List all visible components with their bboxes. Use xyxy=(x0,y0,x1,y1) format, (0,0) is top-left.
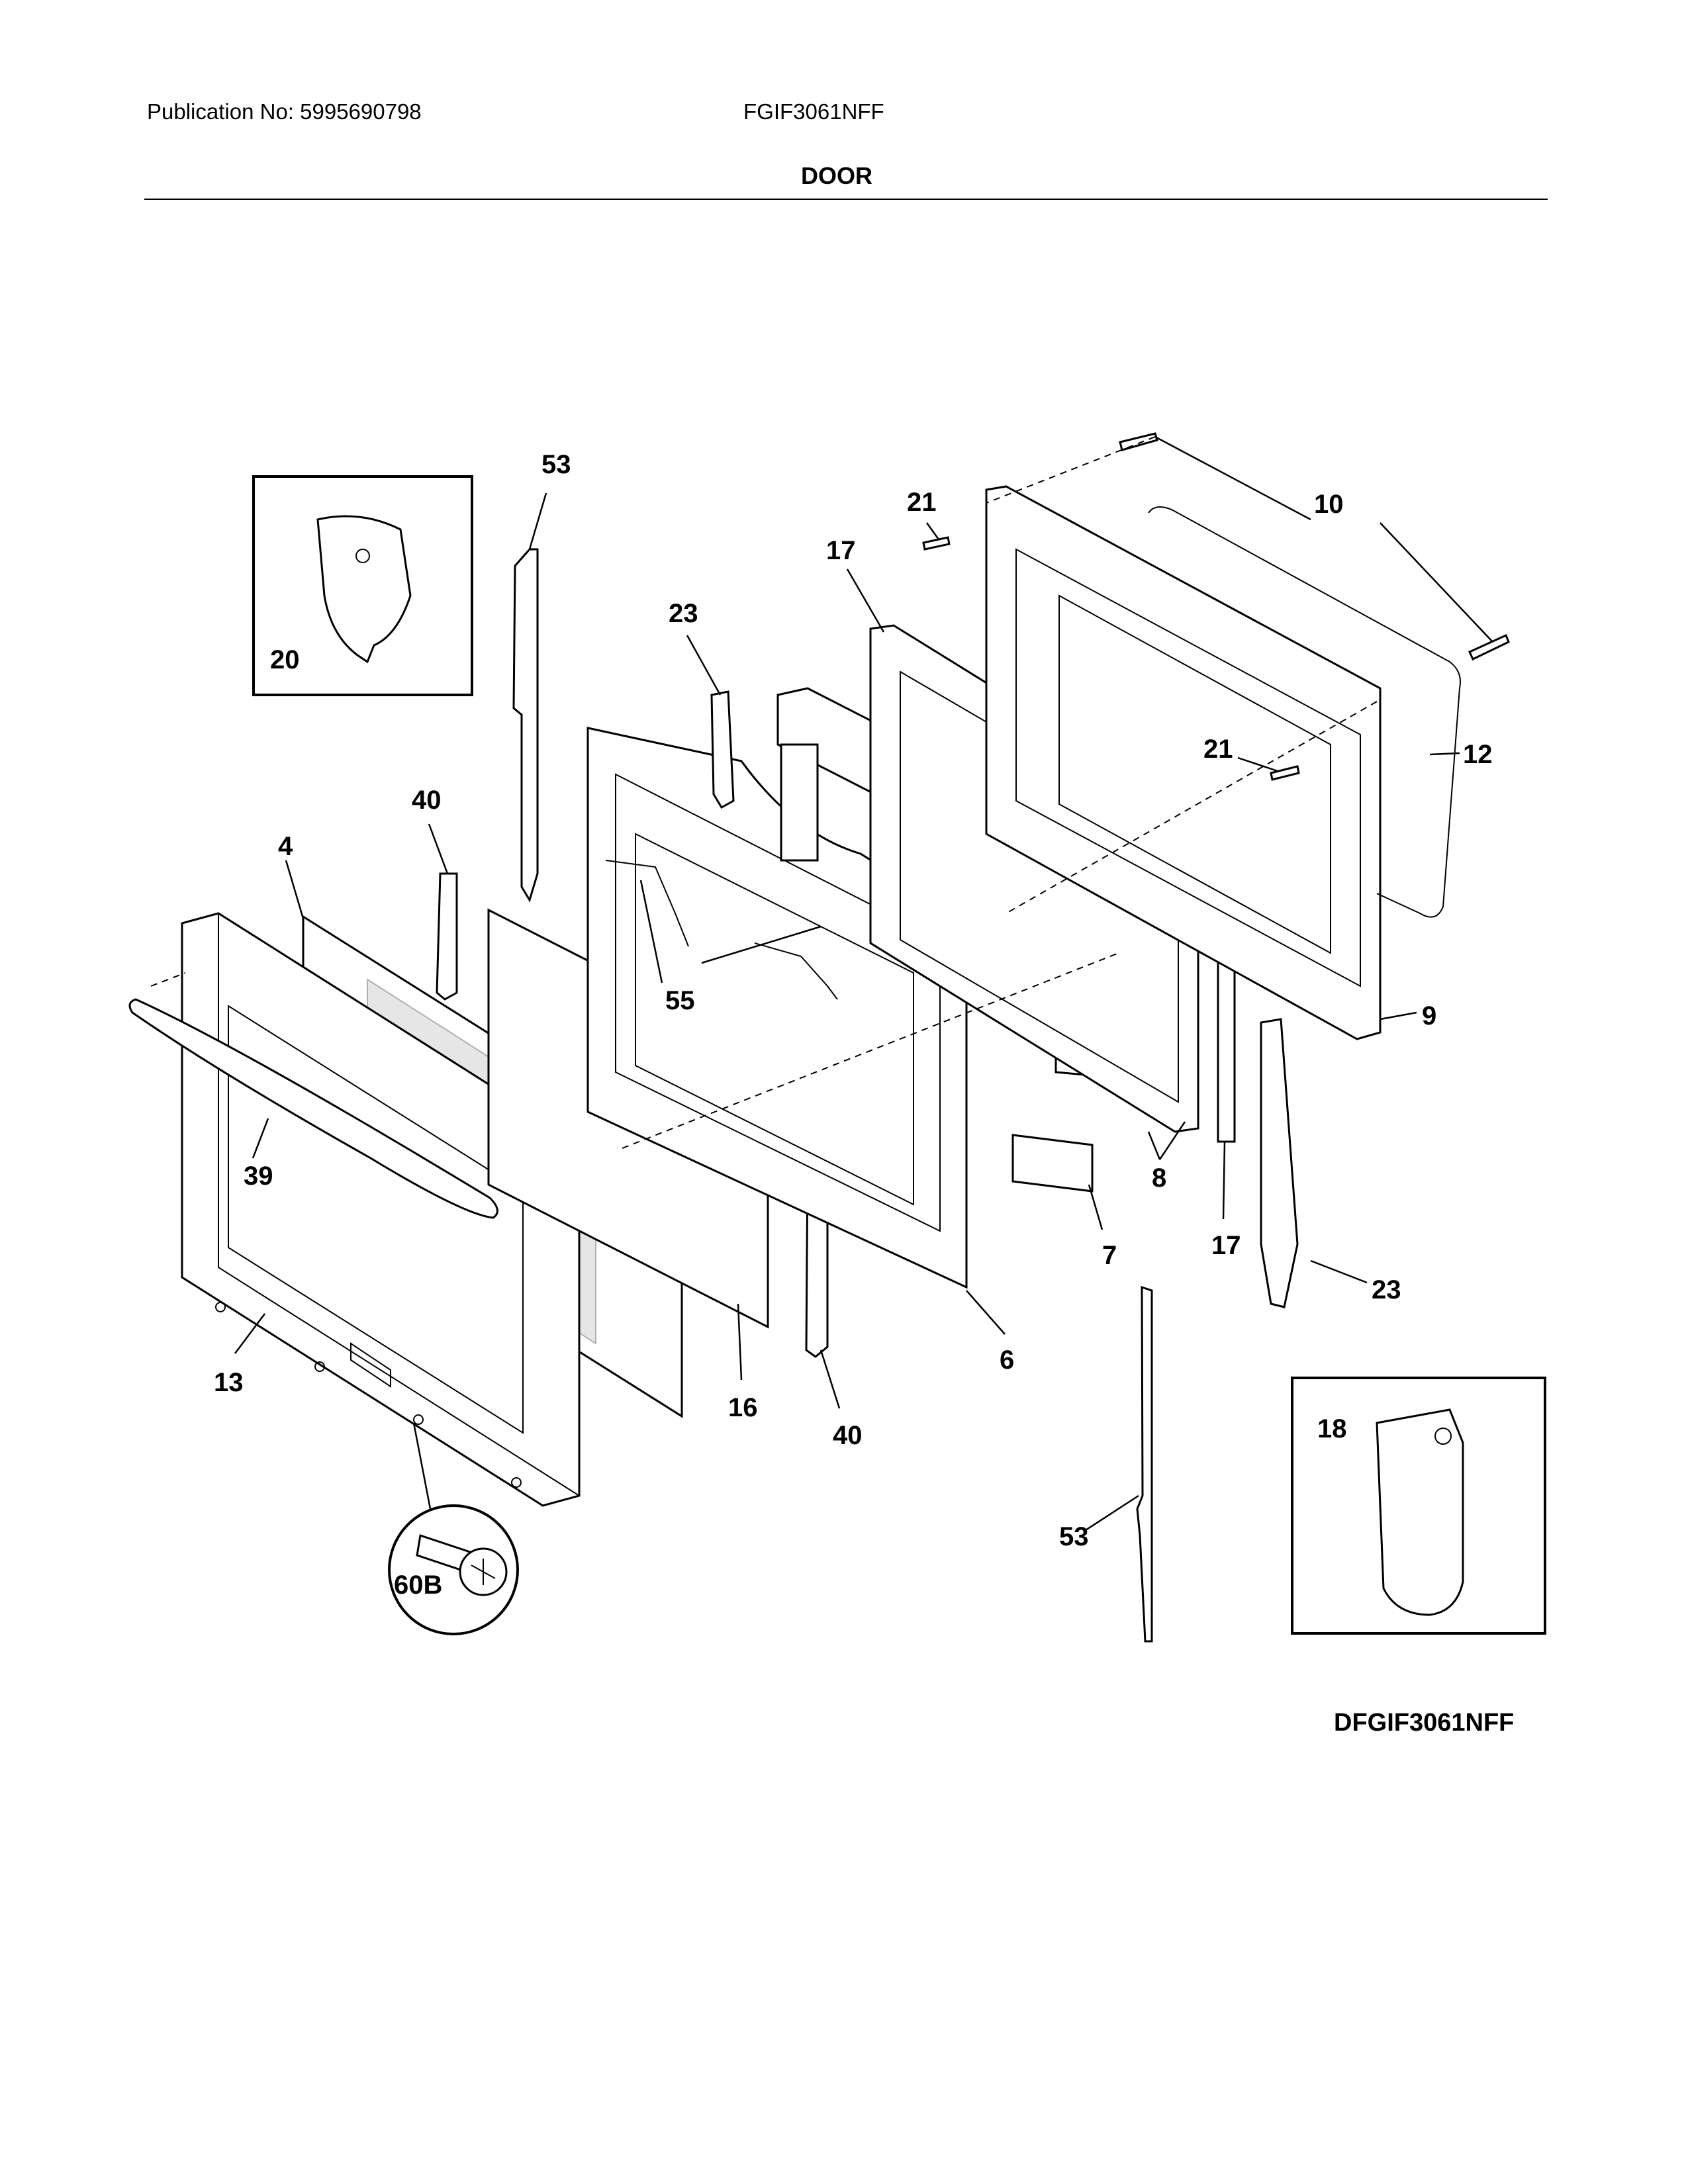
callout-53-bottom: 53 xyxy=(1059,1522,1089,1551)
diagram-code: DFGIF3061NFF xyxy=(1334,1709,1515,1737)
callout-9: 9 xyxy=(1422,1001,1436,1030)
leader-lines xyxy=(234,435,1493,1531)
callout-12: 12 xyxy=(1463,740,1493,769)
callout-23-top: 23 xyxy=(669,599,698,628)
part-55-clip-left xyxy=(605,860,689,947)
callout-8: 8 xyxy=(1152,1163,1166,1193)
part-21-clip-top xyxy=(922,536,951,551)
part-21-clip-mid xyxy=(1270,765,1300,781)
part-10-screw-right xyxy=(1468,633,1510,661)
part-39-handle xyxy=(128,998,498,1219)
callout-17-top: 17 xyxy=(826,536,856,565)
callout-16: 16 xyxy=(728,1393,758,1422)
alignment-lines xyxy=(150,436,1378,1149)
section-title: DOOR xyxy=(801,162,872,189)
callout-40-bottom: 40 xyxy=(833,1421,863,1450)
callout-13: 13 xyxy=(214,1368,244,1397)
callout-55: 55 xyxy=(665,986,695,1015)
part-55-clip-right xyxy=(754,942,838,1000)
callout-21-mid: 21 xyxy=(1203,735,1233,764)
callout-20: 20 xyxy=(270,645,300,674)
part-53-bottom-strip xyxy=(1136,1285,1153,1643)
part-23-top-hinge xyxy=(710,690,735,809)
part-53-top-strip xyxy=(512,548,539,903)
inset-part-18 xyxy=(1291,1377,1546,1635)
callout-17-bottom: 17 xyxy=(1211,1231,1241,1260)
callout-7: 7 xyxy=(1102,1241,1117,1270)
part-40-top-bracket xyxy=(436,872,458,1001)
callout-60b: 60B xyxy=(394,1570,442,1600)
publication-number: Publication No: 5995690798 xyxy=(147,99,422,124)
part-9-door-liner xyxy=(985,485,1382,1040)
header-rule xyxy=(144,199,1548,200)
callout-18: 18 xyxy=(1317,1414,1347,1443)
callout-6: 6 xyxy=(1000,1345,1014,1375)
part-10-screw-top xyxy=(1119,432,1158,451)
model-number: FGIF3061NFF xyxy=(743,99,884,124)
callout-21-top: 21 xyxy=(907,488,937,517)
part-13-outer-door xyxy=(181,912,581,1507)
callout-39: 39 xyxy=(244,1161,273,1191)
callout-40-top: 40 xyxy=(412,786,442,815)
callout-10: 10 xyxy=(1314,490,1344,519)
part-12-gasket xyxy=(1148,506,1461,918)
part-23-bottom-hinge xyxy=(1260,1018,1299,1308)
callout-23-bottom: 23 xyxy=(1372,1275,1401,1304)
door-bottom-screws xyxy=(215,1302,522,1488)
callout-4: 4 xyxy=(278,832,293,861)
callout-53-top: 53 xyxy=(541,450,571,479)
inset-part-20 xyxy=(252,475,473,696)
part-60b-screw-callout xyxy=(388,1504,519,1635)
